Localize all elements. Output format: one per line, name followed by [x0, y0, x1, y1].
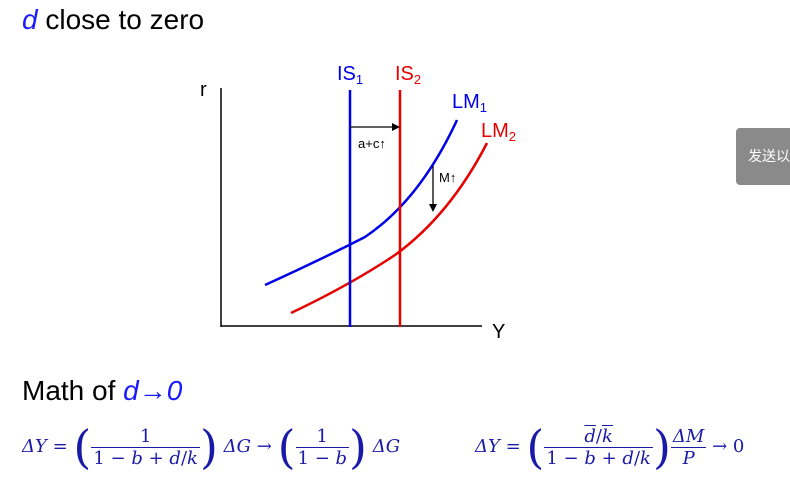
lm1-curve — [264, 119, 459, 287]
subtitle-expression: d→0 — [123, 375, 183, 406]
eq2-open-paren: ( — [526, 420, 545, 474]
eq2-f2-numerator: ΔM — [672, 425, 705, 447]
side-send-label: 发送以 — [748, 148, 790, 164]
eq2-f2-denominator: P — [670, 446, 707, 469]
eq2-f1-denominator: 1 − b + d/k — [544, 446, 653, 469]
is-shift-label: a+c↑ — [358, 136, 386, 151]
lm2-curve — [290, 142, 489, 315]
title-variable: d — [22, 4, 38, 35]
eq1-close-paren-2: ) — [349, 420, 367, 474]
eq2-lhs: ΔY = — [475, 436, 521, 457]
eq1-mid: ΔG → — [223, 436, 272, 457]
eq1-f1-denominator: 1 − b + d/k — [91, 446, 200, 469]
eq2-tail: → 0 — [712, 436, 745, 457]
lm2-label: LM2 — [481, 120, 516, 144]
eq2-fraction-2: ΔM P — [670, 425, 707, 469]
lm1-label: LM1 — [452, 91, 487, 115]
section-subtitle: Math of d→0 — [22, 374, 182, 408]
y-axis-label: r — [200, 79, 207, 101]
equation-multiplier-monetary: ΔY = ( d/k 1 − b + d/k ) ΔM P → 0 — [475, 420, 744, 474]
eq1-open-paren: ( — [73, 420, 92, 474]
subtitle-prefix: Math of — [22, 375, 124, 406]
slide-title: d close to zero — [22, 3, 204, 37]
lm-shift-arrowhead — [429, 204, 437, 212]
lm-shift-label: M↑ — [439, 170, 456, 185]
x-axis-label: Y — [492, 321, 505, 343]
title-text: close to zero — [37, 4, 205, 35]
eq1-tail: ΔG — [372, 436, 401, 457]
side-send-button[interactable]: 发送以 — [736, 128, 790, 185]
is2-label: IS2 — [395, 63, 421, 87]
eq2-f1-numerator: d/k — [584, 425, 613, 447]
eq1-fraction-1: 1 1 − b + d/k — [91, 426, 200, 469]
eq1-lhs: ΔY = — [22, 436, 68, 457]
eq2-close-paren: ) — [652, 420, 671, 474]
is1-label: IS1 — [337, 63, 363, 87]
eq1-open-paren-2: ( — [277, 420, 296, 474]
equation-multiplier-fiscal: ΔY = ( 1 1 − b + d/k ) ΔG → ( 1 1 − b ) … — [22, 420, 400, 474]
eq1-close-paren: ) — [199, 420, 218, 474]
eq1-fraction-2: 1 1 − b — [295, 425, 350, 469]
is-shift-arrowhead — [392, 123, 400, 131]
eq1-f2-denominator: 1 − b — [295, 446, 350, 469]
eq1-f1-numerator: 1 — [139, 425, 152, 447]
eq2-fraction-1: d/k 1 − b + d/k — [544, 426, 653, 469]
eq1-f2-numerator: 1 — [316, 425, 328, 447]
